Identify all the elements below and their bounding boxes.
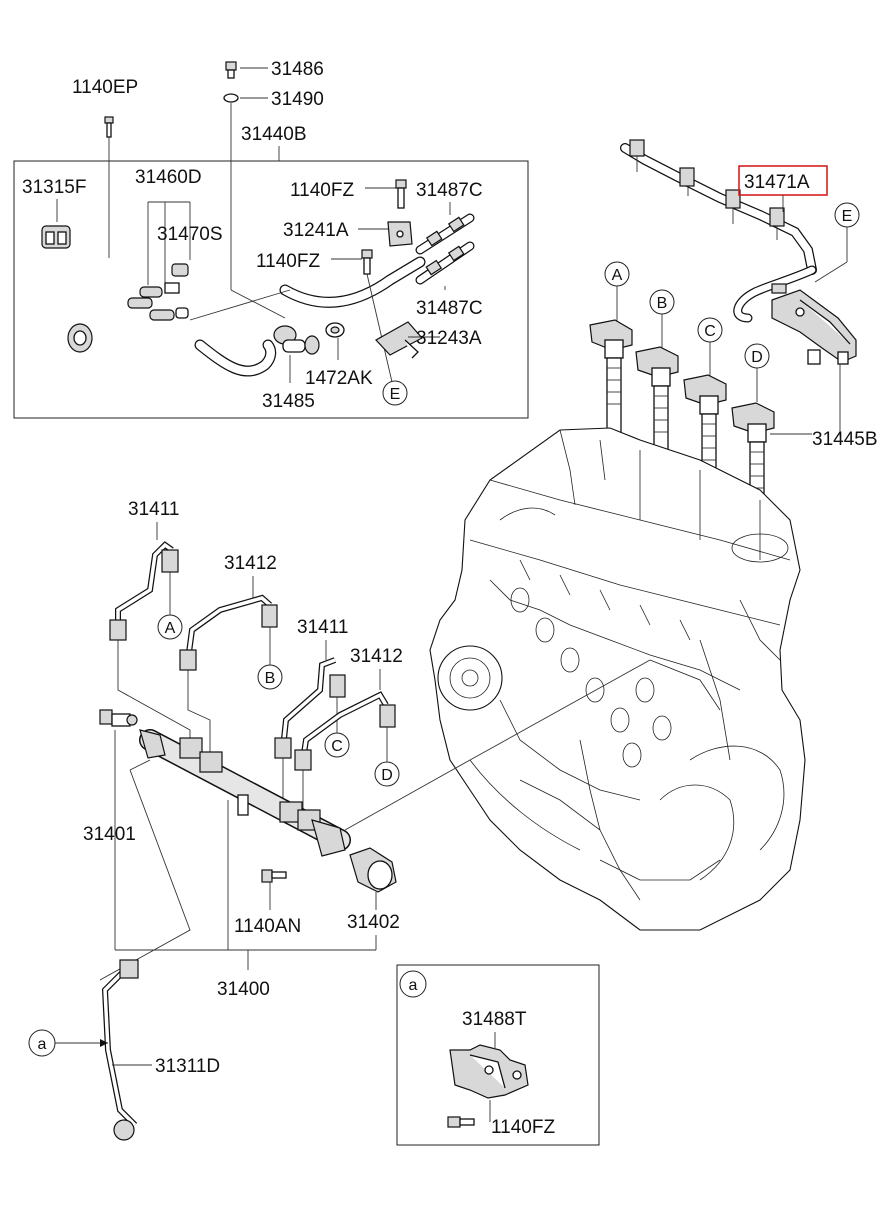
svg-text:E: E	[390, 386, 401, 403]
label-31400: 31400	[217, 979, 270, 1000]
callout-a-detail	[399, 970, 427, 998]
fuel-return-line-31471A	[620, 139, 817, 323]
svg-text:a: a	[409, 977, 418, 994]
bolt-1140AN-icon	[261, 869, 287, 883]
label-31487C-lower: 31487C	[416, 298, 483, 319]
label-31445B: 31445B	[812, 429, 878, 450]
detail-box-a	[396, 964, 600, 1146]
label-31412-upper: 31412	[224, 553, 277, 574]
label-1140AN: 1140AN	[234, 916, 301, 937]
label-1140EP: 1140EP	[72, 77, 138, 98]
washer-31490-icon	[223, 93, 239, 103]
label-31486: 31486	[271, 59, 324, 80]
label-31402: 31402	[347, 912, 400, 933]
svg-text:C: C	[331, 738, 343, 755]
clip-31460D-icon	[127, 286, 175, 321]
svg-text:E: E	[842, 208, 853, 225]
label-31401: 31401	[83, 824, 136, 845]
bracket-31445B-icon	[771, 289, 857, 365]
connector-31315F-icon	[41, 225, 71, 249]
label-31471A: 31471A	[744, 172, 810, 193]
label-31241A: 31241A	[283, 220, 349, 241]
hose-31487C-lower	[415, 241, 475, 285]
label-31412-lower: 31412	[350, 646, 403, 667]
label-31315F: 31315F	[22, 177, 86, 198]
bracket-31243A-icon	[375, 321, 423, 359]
svg-text:B: B	[265, 670, 276, 687]
label-1140FZ-upper: 1140FZ	[290, 180, 354, 201]
label-31485: 31485	[262, 391, 315, 412]
pressure-valve-31402-icon	[349, 847, 397, 893]
callout-E-box	[382, 380, 408, 406]
svg-text:A: A	[165, 620, 176, 637]
pressure-sensor-31401-icon	[99, 709, 138, 727]
return-hose-31440B	[34, 258, 153, 386]
bolt-1140FZ-lower-icon	[361, 249, 373, 275]
svg-text:B: B	[657, 295, 668, 312]
pipe-31412-B	[179, 594, 278, 671]
label-31460D: 31460D	[135, 167, 202, 188]
hose-31487C-upper	[415, 213, 475, 255]
label-1140FZ-detail: 1140FZ	[491, 1117, 555, 1138]
svg-text:C: C	[704, 323, 716, 340]
label-31243A: 31243A	[416, 328, 482, 349]
bolt-31486-icon	[225, 61, 237, 79]
svg-text:a: a	[38, 1036, 47, 1053]
label-31488T: 31488T	[462, 1009, 527, 1030]
label-1472AK: 1472AK	[305, 368, 373, 389]
label-31440B: 31440B	[241, 124, 307, 145]
svg-text:D: D	[381, 767, 393, 784]
connector-31470S-icon	[164, 263, 189, 294]
injector-A-icon	[589, 319, 633, 515]
bolt-1140FZ-upper-icon	[395, 179, 407, 209]
engine-block-illustration	[429, 427, 806, 931]
feed-pipe-31311D	[101, 959, 139, 1141]
label-31470S: 31470S	[157, 224, 223, 245]
label-31411-lower: 31411	[297, 617, 348, 638]
hose-center	[194, 256, 426, 377]
label-31487C-upper: 31487C	[416, 180, 483, 201]
svg-text:D: D	[751, 349, 763, 366]
pipe-31411-C	[274, 657, 346, 759]
svg-text:A: A	[612, 267, 623, 284]
label-31490: 31490	[271, 89, 324, 110]
bolt-1140EP-icon	[104, 116, 114, 138]
label-1140FZ-lower: 1140FZ	[256, 251, 320, 272]
common-rail-31400	[139, 729, 351, 857]
hose-kit-frame	[13, 160, 529, 419]
label-31411-upper: 31411	[128, 499, 179, 520]
joint-31485-icon	[273, 325, 320, 355]
label-31311D: 31311D	[155, 1056, 220, 1077]
bracket-31241A-icon	[387, 221, 413, 247]
bolt-1140FZ-detail-icon	[447, 1116, 475, 1128]
bracket-31488T-icon	[449, 1044, 529, 1099]
clamp-1472AK-icon	[325, 322, 345, 338]
pipe-31412-D	[294, 691, 396, 771]
